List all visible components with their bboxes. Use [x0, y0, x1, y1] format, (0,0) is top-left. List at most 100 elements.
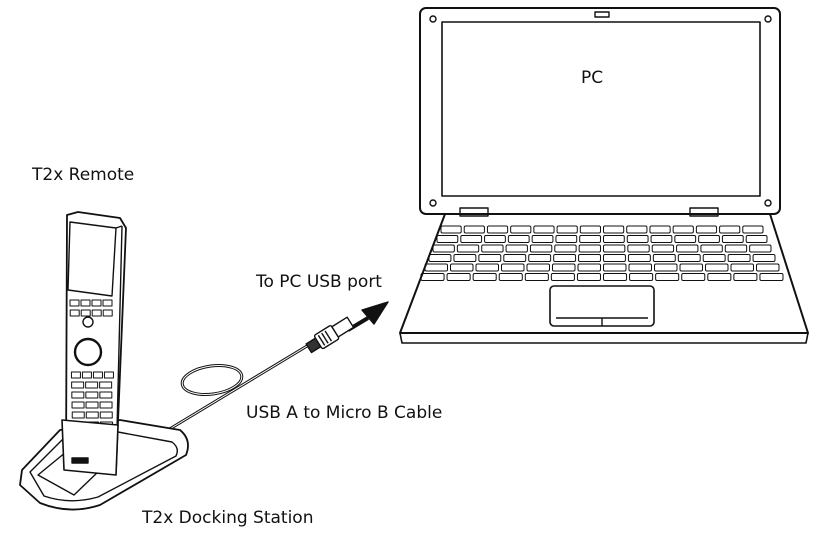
keyboard-key [552, 263, 576, 272]
keyboard-key [627, 244, 650, 253]
remote-button [85, 401, 99, 409]
laptop-keyboard [420, 225, 784, 281]
keyboard-key [553, 254, 577, 262]
keyboard-key [432, 244, 455, 253]
keyboard-key [603, 263, 627, 272]
remote-button [85, 391, 99, 399]
keyboard-key [700, 244, 723, 253]
keyboard-key [759, 273, 784, 281]
keyboard-key [436, 235, 459, 243]
keyboard-key [475, 263, 499, 272]
keyboard-key [478, 254, 502, 262]
keyboard-key [742, 225, 764, 234]
keyboard-key [650, 235, 673, 243]
keyboard-key [524, 273, 549, 281]
remote-button [91, 309, 102, 317]
keyboard-key [626, 225, 648, 234]
keyboard-key [695, 225, 718, 234]
keyboard-key [603, 244, 626, 253]
arrow-to-pc-icon [346, 301, 389, 332]
keyboard-key [498, 273, 523, 281]
keyboard-key [428, 254, 452, 262]
keyboard-key [651, 244, 675, 253]
keyboard-key [756, 263, 780, 272]
remote-button [85, 411, 99, 419]
keyboard-key [556, 225, 578, 234]
keyboard-key [550, 273, 575, 281]
keyboard-key [440, 225, 462, 234]
remote-button [80, 299, 91, 307]
keyboard-key [486, 225, 509, 234]
laptop-display [441, 21, 761, 197]
keyboard-key [578, 254, 601, 262]
keyboard-key [698, 235, 720, 243]
keyboard-key [531, 235, 554, 243]
keyboard-key [603, 225, 625, 234]
keyboard-key [450, 263, 474, 272]
keyboard-key [446, 273, 471, 281]
keyboard-key [681, 273, 706, 281]
remote-button [69, 299, 80, 307]
keyboard-key [654, 263, 678, 272]
dock-label: T2x Docking Station [142, 508, 314, 528]
keyboard-key [578, 244, 602, 253]
pc-label: PC [581, 68, 604, 88]
remote-button [102, 299, 113, 307]
keyboard-key [707, 273, 732, 281]
keyboard-key [555, 235, 578, 243]
remote-button [91, 299, 102, 307]
keyboard-key [503, 254, 527, 262]
keyboard-key [526, 263, 550, 272]
keyboard-key [453, 254, 477, 262]
keyboard-key [484, 235, 506, 243]
keyboard-key [501, 263, 525, 272]
keyboard-key [603, 235, 625, 243]
remote-button [71, 391, 85, 399]
laptop-illustration [399, 7, 809, 344]
keyboard-key [730, 263, 754, 272]
remote-button [69, 309, 80, 317]
keyboard-key [505, 244, 528, 253]
keyboard-key [460, 235, 483, 243]
keyboard-key [554, 244, 577, 253]
keyboard-key [481, 244, 504, 253]
remote-button [85, 381, 99, 389]
remote-button [99, 401, 113, 409]
remote-button [99, 411, 113, 419]
keyboard-key [510, 225, 532, 234]
keyboard-key [719, 225, 741, 234]
keyboard-key [528, 254, 552, 262]
cable-label: USB A to Micro B Cable [246, 403, 443, 423]
keyboard-key [752, 254, 776, 262]
remote-button [102, 309, 113, 317]
remote-button [71, 411, 85, 419]
keyboard-key [579, 235, 602, 243]
remote-button [81, 371, 92, 379]
remote-button [99, 381, 113, 389]
keyboard-key [676, 244, 699, 253]
keyboard-key [705, 263, 729, 272]
usb-cable [167, 316, 355, 432]
keyboard-key [463, 225, 485, 234]
keyboard-key [674, 235, 697, 243]
t2x-remote [61, 211, 127, 476]
keyboard-key [629, 273, 654, 281]
keyboard-key [420, 273, 445, 281]
usb-a-connector [305, 316, 355, 354]
keyboard-key [472, 273, 497, 281]
laptop-camera [594, 11, 610, 18]
remote-button [80, 309, 91, 317]
usb-port-label: To PC USB port [256, 272, 382, 292]
keyboard-key [603, 273, 628, 281]
remote-button [71, 381, 85, 389]
keyboard-key [529, 244, 553, 253]
keyboard-key [579, 225, 601, 234]
keyboard-key [507, 235, 530, 243]
remote-button [70, 371, 81, 379]
keyboard-key [724, 244, 748, 253]
remote-label: T2x Remote [32, 165, 135, 185]
remote-button [99, 391, 113, 399]
keyboard-key [424, 263, 448, 272]
keyboard-key [628, 263, 652, 272]
